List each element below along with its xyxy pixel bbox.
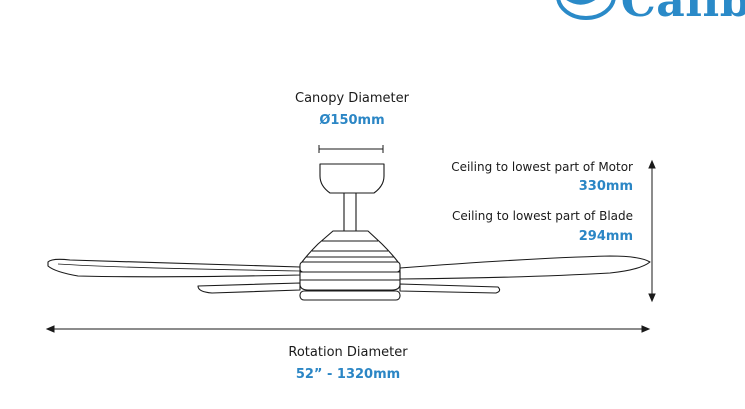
- canopy-diameter-label: Canopy Diameter: [294, 91, 410, 106]
- height-dimension-line: [648, 159, 656, 303]
- bird-swoosh-icon: [556, 0, 616, 20]
- motor-height-value: 330mm: [578, 179, 633, 194]
- blade-height-label: Ceiling to lowest part of Blade: [451, 209, 633, 223]
- downrod: [343, 192, 357, 232]
- rotation-diameter-label: Rotation Diameter: [288, 345, 408, 360]
- brand-name: Calib: [620, 0, 745, 27]
- lower-hub: [299, 271, 401, 291]
- blade-right: [399, 255, 651, 280]
- canopy-dimension-line: [318, 145, 384, 153]
- light-cap: [299, 290, 401, 301]
- rear-blade-left: [197, 282, 301, 294]
- canopy: [319, 163, 385, 194]
- fan-drawing: [47, 163, 651, 301]
- rotation-dimension-line: [45, 325, 651, 333]
- blade-height-value: 294mm: [578, 229, 633, 244]
- canopy-diameter-value: Ø150mm: [319, 113, 385, 128]
- rear-blade-right: [399, 283, 501, 294]
- motor-height-label: Ceiling to lowest part of Motor: [451, 160, 633, 174]
- hub-band: [299, 261, 401, 273]
- rotation-diameter-value: 52” - 1320mm: [295, 367, 401, 382]
- brand-logo: Calib: [555, 0, 745, 24]
